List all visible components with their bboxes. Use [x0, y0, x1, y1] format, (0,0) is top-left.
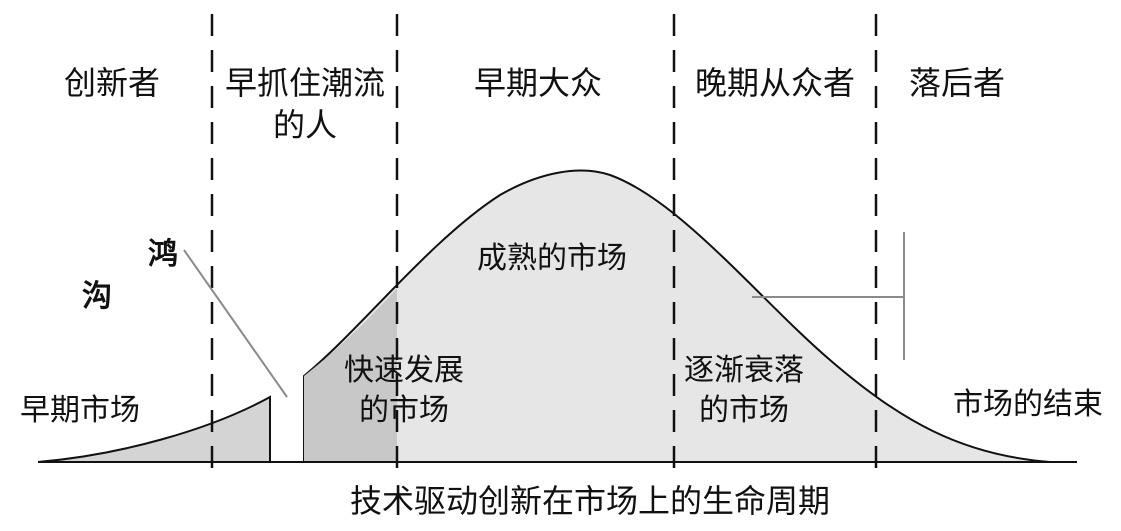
label-rapid-growth-line1: 快速发展	[344, 353, 464, 388]
label-late-majority: 晚期从众者	[695, 64, 855, 102]
label-laggards: 落后者	[909, 64, 1005, 102]
label-rapid-growth-line2: 的市场	[359, 393, 449, 428]
label-early-majority: 早期大众	[474, 64, 602, 102]
label-innovators: 创新者	[64, 64, 160, 102]
label-mature-market: 成熟的市场	[477, 241, 627, 276]
label-chasm-1: 鸿	[148, 237, 178, 272]
segment-dividers	[210, 14, 878, 470]
label-early-market: 早期市场	[20, 393, 140, 428]
label-end-of-market: 市场的结束	[953, 387, 1103, 422]
label-early-adopters-line1: 早抓住潮流	[225, 64, 385, 102]
diagram-title: 技术驱动创新在市场上的生命周期	[350, 482, 830, 520]
rapid-growth-area	[304, 288, 397, 462]
label-early-adopters-line2: 的人	[273, 106, 337, 144]
early-market-curve	[37, 395, 271, 463]
label-declining-line2: 的市场	[699, 393, 789, 428]
main-market-curve	[303, 169, 1051, 463]
chasm-pointer-line	[183, 249, 288, 398]
label-chasm-2: 沟	[82, 279, 112, 314]
label-declining-line1: 逐渐衰落	[684, 353, 804, 388]
